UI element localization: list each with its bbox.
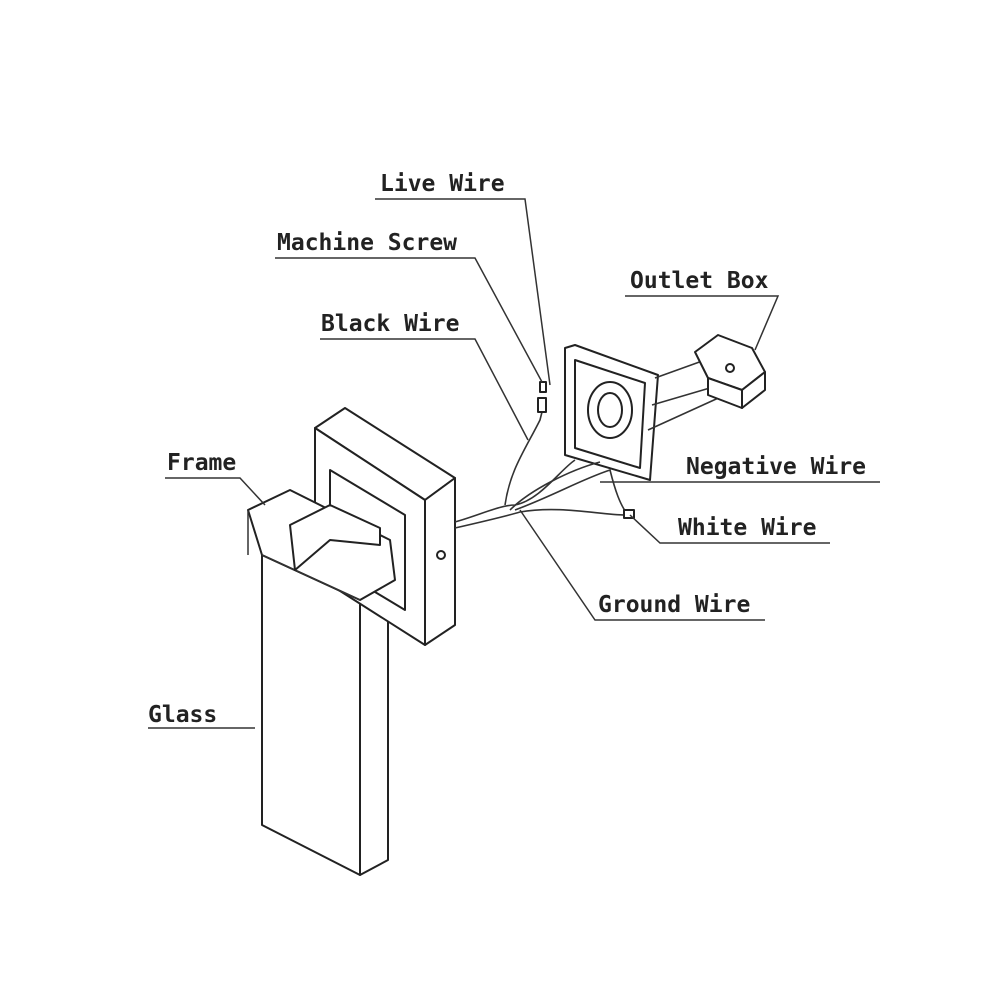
- label-frame: Frame: [165, 450, 266, 506]
- frame-clamp: [247, 489, 396, 601]
- label-machine-screw: Machine Screw: [275, 230, 543, 383]
- machine-screw-label: Machine Screw: [277, 230, 457, 256]
- label-ground-wire: Ground Wire: [519, 509, 765, 621]
- frame-label: Frame: [167, 450, 236, 476]
- label-white-wire: White Wire: [629, 514, 830, 544]
- label-outlet-box: Outlet Box: [625, 268, 780, 351]
- ground-wire-label: Ground Wire: [598, 592, 750, 618]
- outlet-box: [694, 334, 766, 409]
- live-wire-label: Live Wire: [380, 171, 505, 197]
- outlet-box-label: Outlet Box: [630, 268, 769, 294]
- glass-label: Glass: [148, 702, 217, 728]
- label-black-wire: Black Wire: [320, 311, 529, 441]
- label-glass: Glass: [148, 702, 255, 729]
- wires: [454, 381, 635, 529]
- negative-wire-label: Negative Wire: [686, 454, 866, 480]
- black-wire-label: Black Wire: [321, 311, 459, 337]
- label-negative-wire: Negative Wire: [600, 454, 880, 483]
- label-live-wire: Live Wire: [375, 171, 551, 386]
- white-wire-label: White Wire: [678, 515, 816, 541]
- glass-panel: [261, 554, 389, 876]
